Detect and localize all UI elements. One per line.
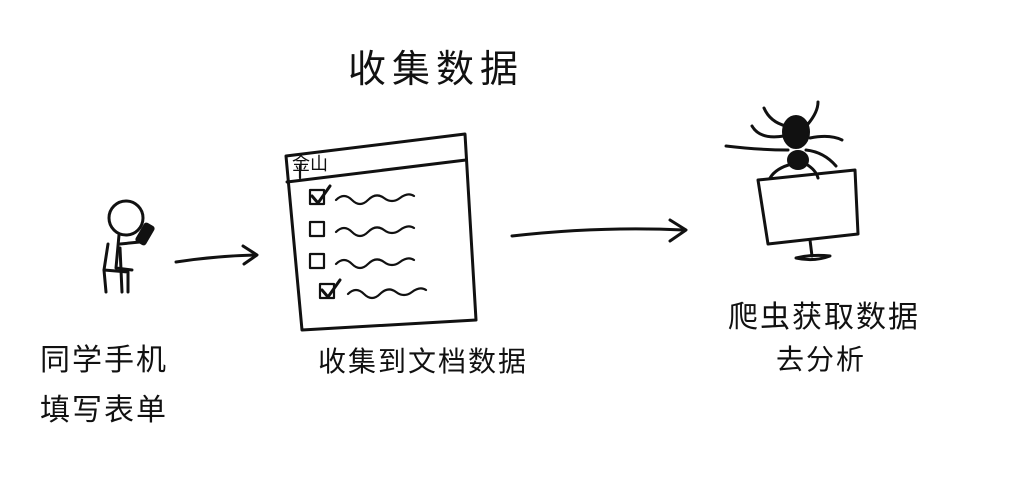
step-2-caption: 收集到文档数据	[318, 345, 529, 378]
checkmark-icon	[320, 278, 342, 299]
handwritten-line	[334, 193, 416, 206]
spider-on-monitor-icon	[724, 100, 860, 262]
handwritten-line	[334, 257, 416, 270]
person-with-phone-icon	[102, 199, 155, 294]
handwritten-line	[334, 225, 416, 238]
step-1-caption-line2: 填写表单	[40, 393, 168, 428]
step-3-caption-line1: 爬虫获取数据	[728, 300, 920, 335]
form-item	[318, 278, 428, 300]
empty-box-icon	[308, 252, 326, 270]
form-header-label: 金山	[292, 154, 328, 175]
arrow-right-icon	[174, 244, 259, 266]
step-1-caption: 同学手机 填写表单	[40, 336, 168, 436]
arrow-right-icon	[510, 218, 688, 243]
checklist-document-icon	[284, 132, 478, 332]
page-title: 收集数据	[348, 47, 525, 91]
form-item	[308, 220, 416, 238]
form-item	[308, 252, 416, 270]
empty-box-icon	[308, 220, 326, 238]
step-1-caption-line1: 同学手机	[40, 343, 168, 378]
checkmark-icon	[310, 184, 332, 205]
handwritten-line	[346, 287, 428, 300]
step-3-caption-line2: 去分析	[776, 343, 867, 376]
form-item	[308, 184, 416, 206]
